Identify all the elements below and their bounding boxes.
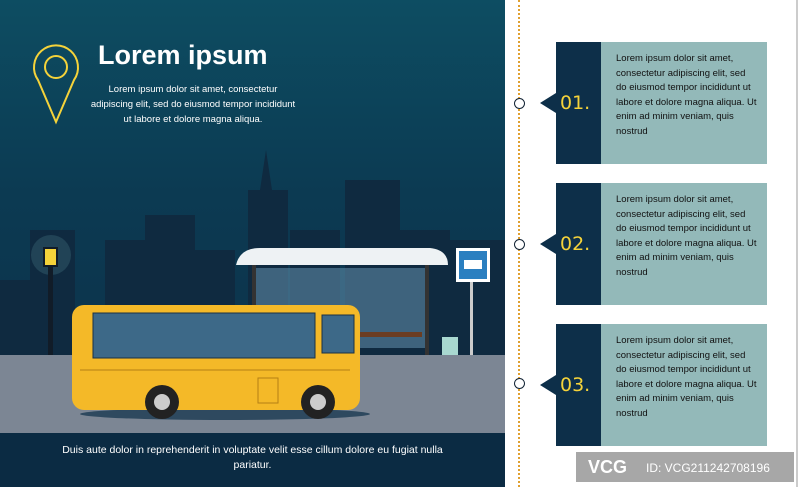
step-card-2: 02. Lorem ipsum dolor sit amet, consecte…: [540, 183, 767, 305]
step-card-1: 01. Lorem ipsum dolor sit amet, consecte…: [540, 42, 767, 164]
step-number: 03.: [560, 374, 591, 396]
step-number-block: 02.: [556, 183, 601, 305]
bus: [72, 305, 360, 419]
watermark-id: ID: VCG211242708196: [646, 461, 770, 475]
step-text: Lorem ipsum dolor sit amet, consectetur …: [601, 42, 767, 164]
pointer: [540, 234, 556, 254]
step-text: Lorem ipsum dolor sit amet, consectetur …: [601, 183, 767, 305]
location-pin-icon: [33, 44, 79, 125]
step-card-3: 03. Lorem ipsum dolor sit amet, consecte…: [540, 324, 767, 446]
watermark: VCG ID: VCG211242708196: [576, 452, 794, 482]
hero-panel: Lorem ipsum Lorem ipsum dolor sit amet, …: [0, 0, 505, 487]
step-number: 02.: [560, 233, 591, 255]
step-number-block: 01.: [556, 42, 601, 164]
pointer: [540, 375, 556, 395]
timeline-dot: [514, 378, 525, 389]
step-number-block: 03.: [556, 324, 601, 446]
footer-text: Duis aute dolor in reprehenderit in volu…: [0, 433, 505, 487]
page-title: Lorem ipsum: [98, 40, 268, 70]
street-lamp: [31, 235, 71, 370]
watermark-logo: VCG: [588, 457, 628, 477]
bus-stop-sign-icon: [456, 248, 490, 364]
timeline-dot: [514, 98, 525, 109]
city-scene: [0, 44, 505, 433]
step-text: Lorem ipsum dolor sit amet, consectetur …: [601, 324, 767, 446]
subtitle: Lorem ipsum dolor sit amet, consectetur …: [90, 84, 296, 125]
step-number: 01.: [560, 92, 591, 114]
divider: [796, 0, 798, 487]
timeline-dot: [514, 239, 525, 250]
pointer: [540, 93, 556, 113]
